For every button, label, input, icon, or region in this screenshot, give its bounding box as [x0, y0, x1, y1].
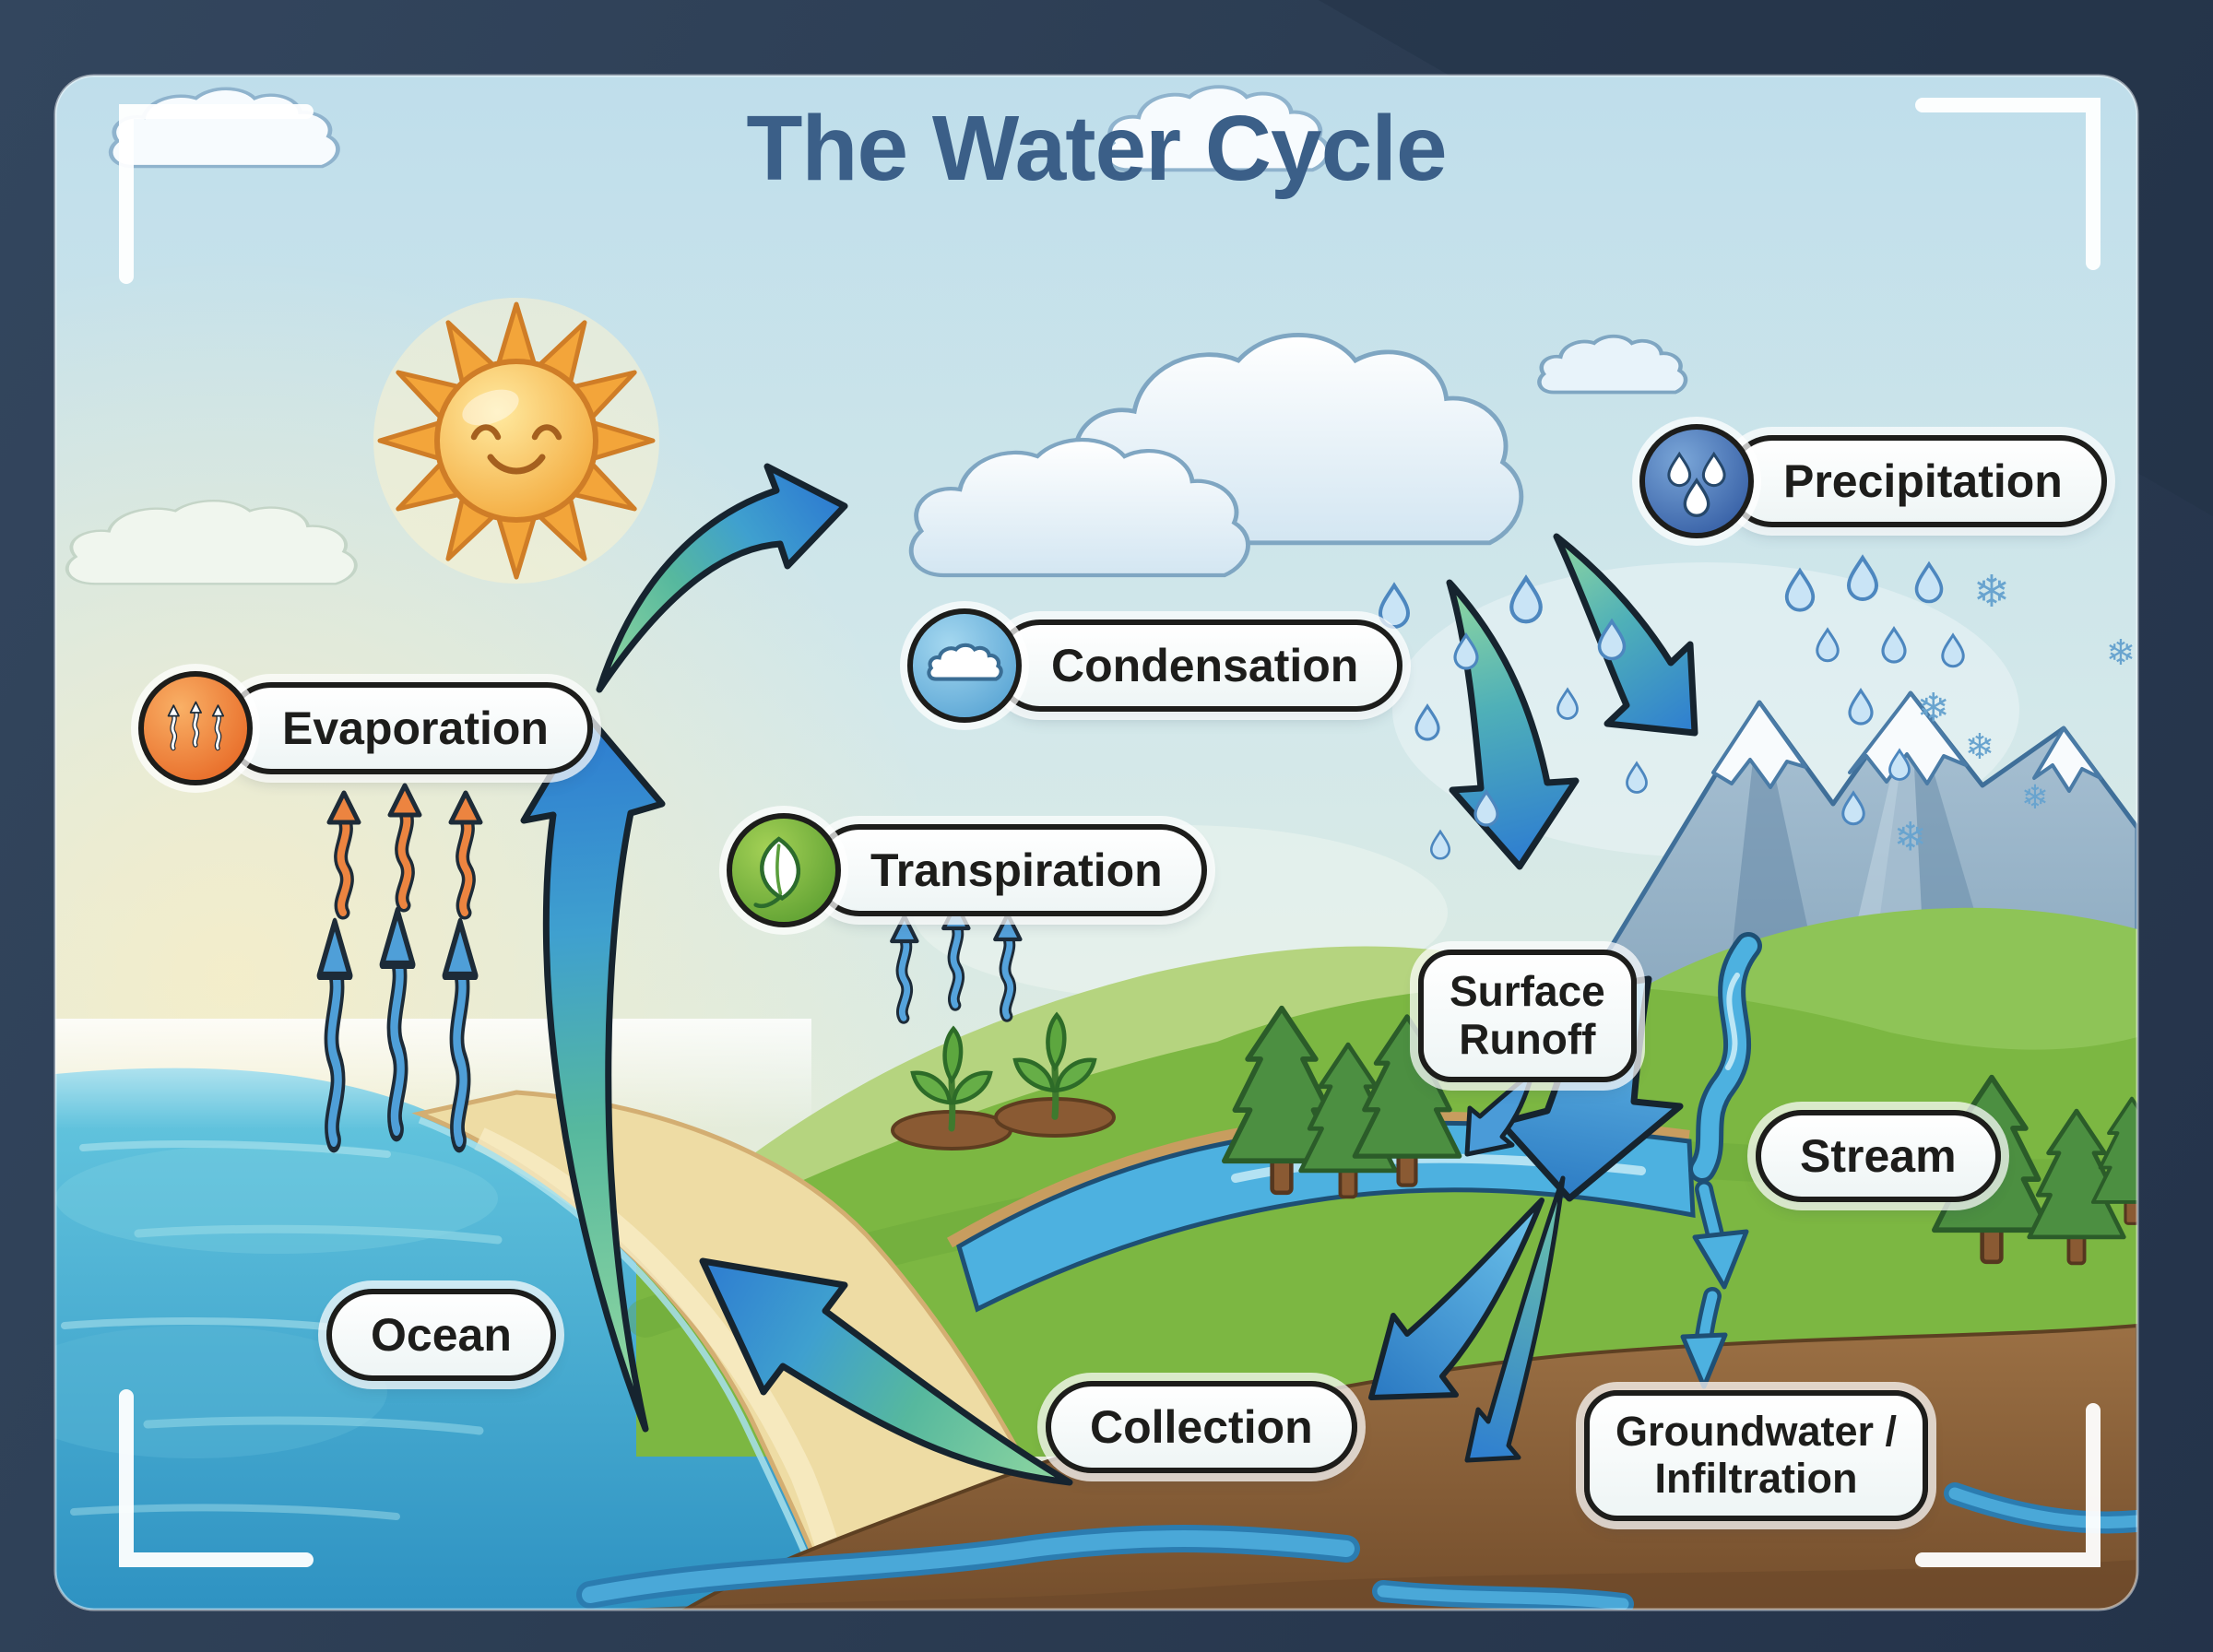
surface-runoff-line2: Runoff: [1459, 1014, 1596, 1063]
cloud-icon: [907, 608, 1022, 723]
cycle-arrows: [520, 463, 1698, 1486]
condensation-label: Condensation: [994, 620, 1403, 712]
surface-runoff-line1: Surface: [1450, 967, 1605, 1015]
runoff-small-arrow: [1464, 1069, 1535, 1157]
stream-label: Stream: [1756, 1110, 2001, 1202]
ocean-label: Ocean: [326, 1289, 556, 1381]
precipitation-arrow-right: [1553, 533, 1698, 737]
label-condensation: Condensation: [907, 608, 1403, 723]
label-precipitation: Precipitation: [1639, 424, 2107, 538]
label-transpiration: Transpiration: [727, 813, 1207, 927]
evaporation-label: Evaporation: [225, 682, 593, 774]
infiltration-arrow-mid: [1368, 1198, 1544, 1400]
page-title: The Water Cycle: [746, 97, 1447, 200]
stream-course: [1680, 932, 1762, 1389]
corner-brackets: [119, 98, 2101, 1567]
precipitation-label: Precipitation: [1726, 435, 2107, 527]
seedlings: [891, 1015, 1116, 1150]
collection-to-ocean-arrow: [699, 1257, 1073, 1486]
label-collection: Collection: [1046, 1381, 1357, 1473]
panel-border: [53, 74, 2139, 1611]
label-surface-runoff: Surface Runoff: [1418, 950, 1637, 1082]
label-groundwater: Groundwater / Infiltration: [1584, 1390, 1929, 1521]
sun-icon: [373, 298, 659, 584]
stream-infiltration-arrows: [1680, 1180, 1749, 1389]
transpiration-label: Transpiration: [813, 824, 1207, 916]
label-ocean: Ocean: [326, 1289, 556, 1381]
leaf-icon: [727, 813, 841, 927]
label-evaporation: Evaporation: [138, 671, 593, 785]
label-stream: Stream: [1756, 1110, 2001, 1202]
evaporation-arrow-to-cloud: [596, 463, 848, 693]
raindrops-icon: [1639, 424, 1754, 538]
groundwater-streaks: [576, 1482, 2137, 1610]
heat-waves-icon: [138, 671, 253, 785]
infiltration-arrow-thin: [1464, 1175, 1566, 1463]
groundwater-line2: Infiltration: [1654, 1454, 1858, 1502]
collection-label: Collection: [1046, 1381, 1357, 1473]
groundwater-line1: Groundwater /: [1615, 1408, 1898, 1455]
